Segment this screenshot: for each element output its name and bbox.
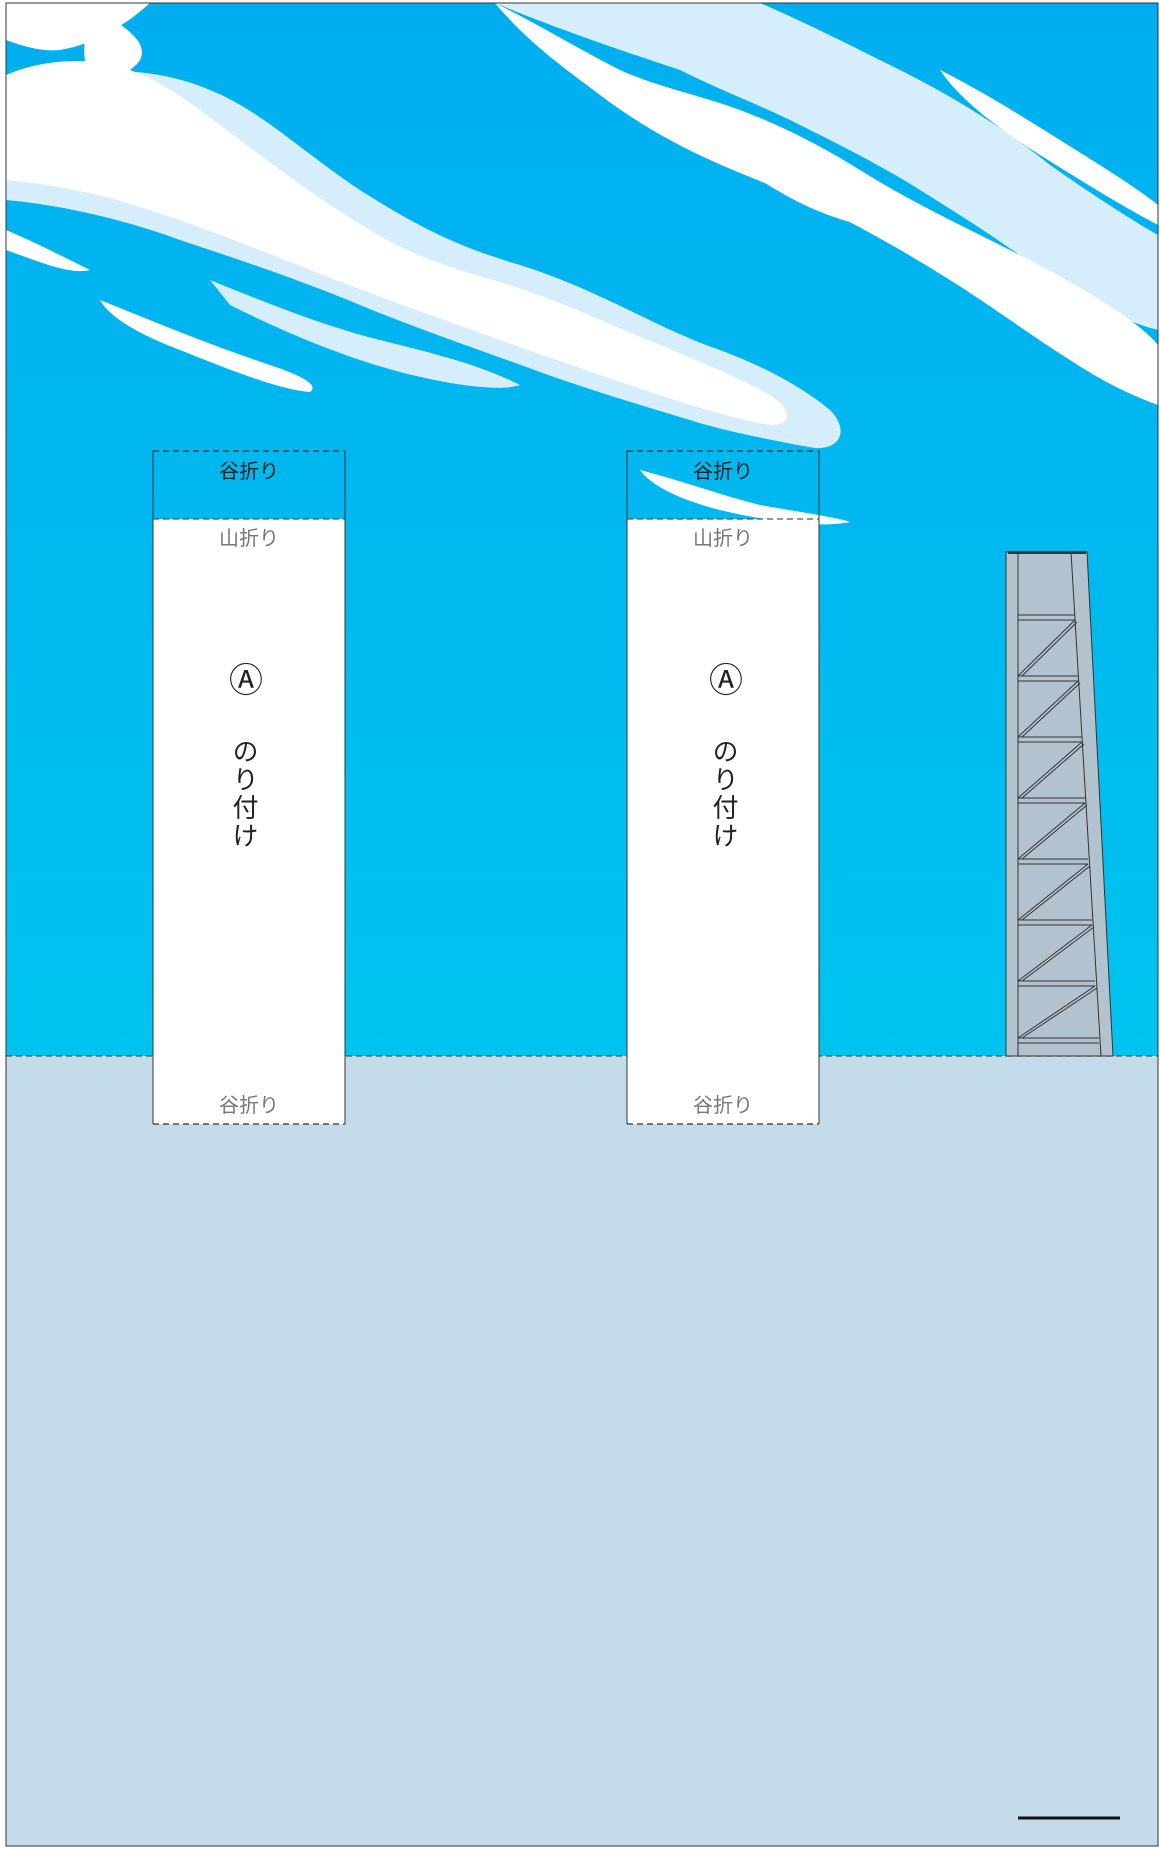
tab-upper-fold-label: 山折り: [693, 526, 753, 550]
tab-upper-fold-label: 山折り: [219, 526, 279, 550]
cloud-wisp-6: [940, 70, 1158, 225]
tower-right-rail: [1070, 551, 1102, 1057]
cloud-wisp-4: [640, 470, 850, 525]
tower-crossbars: [1018, 614, 1099, 1044]
tower-diagonals: [1017, 619, 1098, 1039]
tab-body: [153, 519, 345, 1124]
page-border: [5, 2, 1159, 1847]
ground-area: [6, 1056, 1158, 1846]
tab-bottom-fold-label: 谷折り: [693, 1093, 753, 1117]
tab-glue-label: のり付け: [228, 738, 258, 850]
glue-tab-2: 谷折り 山折り Ⓐ のり付け 谷折り: [626, 450, 820, 1125]
tab-body: [627, 519, 819, 1124]
glue-tab-1: 谷折り 山折り Ⓐ のり付け 谷折り: [152, 450, 346, 1125]
cloud-wisp-7: [995, 285, 1100, 351]
cloud-band-left-highlight: [6, 60, 787, 426]
tab-marker-a: Ⓐ: [709, 661, 743, 701]
cloud-top-left-2: [84, 3, 142, 76]
cloud-wisp-3: [210, 280, 520, 388]
cloud-wisp-2: [100, 300, 313, 392]
clouds: [6, 3, 1158, 525]
lattice-tower: [1005, 551, 1114, 1057]
cloud-top-left: [6, 3, 150, 51]
tab-top-fold-label: 谷折り: [693, 459, 753, 483]
tab-marker-a: Ⓐ: [229, 661, 263, 701]
cloud-wisp-5: [720, 130, 883, 228]
tab-glue-label: のり付け: [708, 738, 738, 850]
cloud-wisp-1: [6, 230, 90, 272]
tab-top-fold-label: 谷折り: [219, 459, 279, 483]
tower-cap: [1008, 551, 1086, 554]
tab-bottom-fold-label: 谷折り: [219, 1093, 279, 1117]
